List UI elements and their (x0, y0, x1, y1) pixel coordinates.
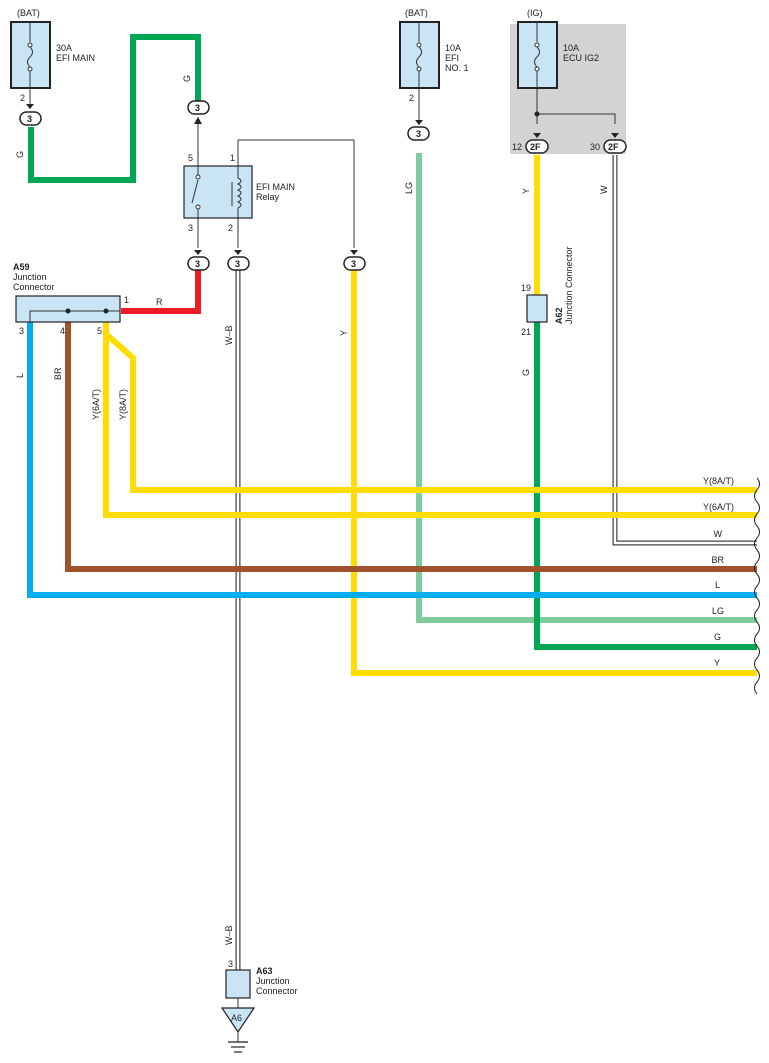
label-g-top: G (182, 75, 192, 82)
connector-relay-y (343, 256, 366, 271)
svg-text:2F: 2F (608, 142, 619, 152)
a63-junction-connector (225, 969, 251, 999)
relay-name2: Relay (256, 192, 280, 202)
wire-r (121, 270, 201, 314)
svg-text:3: 3 (416, 129, 421, 139)
label-g-left: G (15, 151, 25, 158)
ground-label: A6 (231, 1013, 242, 1023)
a59-pin4: 4 (60, 326, 65, 336)
relay-pin1: 1 (230, 153, 235, 163)
a59-pin1: 1 (124, 295, 129, 305)
relay-pin3: 3 (188, 223, 193, 233)
label-lg: LG (404, 182, 414, 194)
svg-text:3: 3 (195, 259, 200, 269)
label-br-a59: BR (53, 367, 63, 380)
label-l-a59: L (15, 373, 25, 378)
a63-name1: Junction (256, 976, 290, 986)
a62-junction-connector (526, 294, 548, 323)
connector-ecu-ig2-a (525, 139, 549, 154)
connector-efi-main (19, 111, 42, 126)
a63-code: A63 (256, 966, 273, 976)
right-label-br: BR (711, 555, 724, 565)
label-y-relay: Y (339, 330, 349, 336)
wire-ig2-branch (537, 113, 616, 124)
right-label-l: L (715, 580, 720, 590)
a63-pin: 3 (228, 959, 233, 969)
wire-g-efi-main (28, 34, 201, 183)
label-y6-a59: Y(6A/T) (91, 389, 101, 420)
fuse-efi-main-name: EFI MAIN (56, 53, 95, 63)
wire-w-ig2-inner (613, 155, 757, 545)
a59-code: A59 (13, 262, 30, 272)
right-label-y6: Y(6A/T) (703, 502, 734, 512)
wire-w-ig2 (612, 155, 757, 546)
label-wb-lower: W–B (224, 925, 234, 945)
fuse-ecu-ig2-pin-b: 30 (590, 142, 600, 152)
wire-relay-pin1 (237, 139, 355, 248)
a59-pin3: 3 (19, 326, 24, 336)
fuse-efi-no1-rating: 10A (445, 43, 461, 53)
fuse-efi-main-pin: 2 (20, 93, 25, 103)
a63-name2: Connector (256, 986, 298, 996)
wire-break-marks (754, 477, 760, 695)
fuse-ecu-ig2-pin-a: 12 (512, 142, 522, 152)
fuse-efi-main-rating: 30A (56, 43, 72, 53)
a59-name2: Connector (13, 282, 55, 292)
fuse-efi-no1-pin: 2 (409, 93, 414, 103)
wire-br (65, 322, 757, 572)
label-g-a62: G (521, 369, 531, 376)
relay-pin2: 2 (228, 223, 233, 233)
label-y-ig2: Y (521, 188, 531, 194)
connector-efi-no1 (407, 126, 430, 141)
fuse-efi-no1-name1: EFI (445, 53, 459, 63)
relay-name1: EFI MAIN (256, 182, 295, 192)
svg-text:2F: 2F (530, 142, 541, 152)
fuse-ecu-ig2-source: (IG) (527, 8, 543, 18)
relay-pin5: 5 (188, 153, 193, 163)
fuse-efi-main-source: (BAT) (17, 8, 40, 18)
connector-ecu-ig2-b (603, 139, 627, 154)
a62-code: A62 (554, 307, 564, 324)
label-wb-upper: W–B (224, 325, 234, 345)
ground-symbol (220, 1007, 256, 1034)
right-label-lg: LG (712, 606, 724, 616)
svg-text:3: 3 (195, 103, 200, 113)
svg-text:3: 3 (351, 259, 356, 269)
a59-pin5: 5 (97, 326, 102, 336)
efi-main-relay (183, 165, 253, 219)
right-label-g: G (714, 632, 721, 642)
a62-name: Junction Connector (564, 246, 574, 324)
connector-relay-top (187, 100, 210, 115)
wire-y6 (103, 322, 757, 518)
a59-junction-connector (15, 295, 121, 323)
label-y8-a59: Y(8A/T) (118, 389, 128, 420)
label-r: R (156, 297, 163, 307)
connector-relay-pin2 (227, 256, 250, 271)
wire-y-relay (351, 270, 757, 676)
fuse-ecu-ig2-rating: 10A (563, 43, 579, 53)
right-label-y8: Y(8A/T) (703, 476, 734, 486)
wire-y8 (104, 331, 757, 493)
right-label-w: W (714, 529, 723, 539)
fuse-efi-no1-source: (BAT) (405, 8, 428, 18)
wire-g-a62 (534, 322, 757, 650)
a62-pin21: 21 (521, 327, 531, 337)
label-w-ig2: W (599, 185, 609, 194)
wire-lg (416, 153, 757, 623)
svg-text:3: 3 (27, 114, 32, 124)
fuse-efi-no1-name2: NO. 1 (445, 63, 469, 73)
wire-l (27, 322, 757, 598)
svg-text:3: 3 (235, 259, 240, 269)
connector-relay-pin3 (187, 256, 210, 271)
a62-pin19: 19 (521, 283, 531, 293)
fuse-ecu-ig2-name: ECU IG2 (563, 53, 599, 63)
right-label-y: Y (714, 658, 720, 668)
a59-name1: Junction (13, 272, 47, 282)
